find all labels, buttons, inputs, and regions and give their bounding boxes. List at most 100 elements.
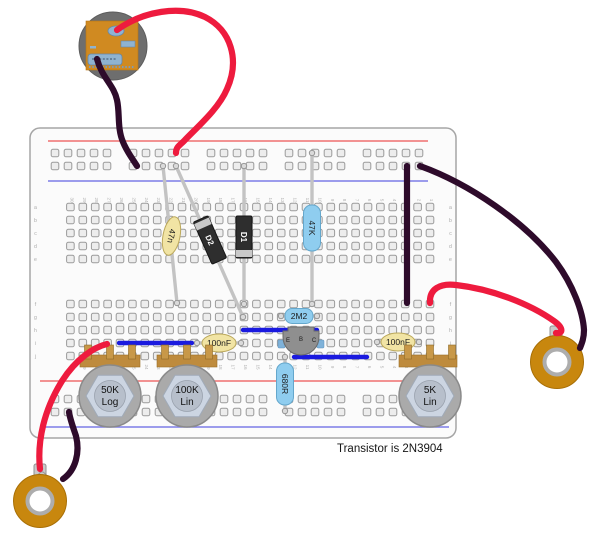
column-label: 6 [367, 366, 372, 369]
breadboard-hole [264, 299, 274, 309]
pot-100k-value: 100K [175, 385, 199, 396]
breadboard-hole [202, 299, 212, 309]
breadboard-hole [297, 394, 307, 404]
breadboard-hole [326, 312, 336, 322]
row-label: a [449, 205, 452, 211]
breadboard-hole [245, 407, 255, 417]
breadboard-hole [414, 148, 424, 158]
wire-left-jack-positive [36, 340, 111, 473]
breadboard-hole [214, 202, 224, 212]
breadboard-hole [190, 254, 199, 264]
breadboard-hole [252, 338, 261, 348]
breadboard-hole [177, 202, 187, 212]
breadboard-hole [128, 215, 137, 225]
breadboard-hole [232, 407, 242, 417]
breadboard-hole [103, 254, 112, 264]
pot-5k-value: 5K [424, 385, 437, 396]
breadboard-hole [115, 215, 125, 225]
breadboard-hole [177, 325, 187, 335]
breadboard-hole [219, 148, 229, 158]
breadboard-hole [264, 228, 274, 238]
breadboard-hole [425, 202, 435, 212]
row-label: c [34, 231, 37, 237]
breadboard-hole [245, 161, 255, 171]
column-label: 7 [355, 366, 360, 369]
breadboard-hole [103, 215, 112, 225]
pot-50k-shaft [94, 380, 126, 412]
breadboard-hole [115, 241, 125, 251]
breadboard-hole [227, 241, 236, 251]
breadboard-hole [326, 228, 336, 238]
breadboard-hole [363, 299, 373, 309]
column-label: 24 [144, 364, 149, 370]
breadboard-hole [190, 299, 199, 309]
breadboard-hole [90, 241, 100, 251]
breadboard-hole [180, 161, 190, 171]
breadboard-hole [323, 394, 333, 404]
resistor-47k-label: 47K [307, 220, 317, 235]
breadboard-hole [276, 228, 286, 238]
breadboard-hole [413, 228, 422, 238]
column-label: 16 [243, 364, 248, 370]
breadboard-hole [297, 407, 307, 417]
breadboard-hole [338, 312, 348, 322]
breadboard-hole [128, 202, 137, 212]
resistor-2m2-body [284, 308, 314, 324]
column-label: 19 [206, 197, 211, 203]
breadboard-hole [214, 299, 224, 309]
breadboard-hole [227, 351, 236, 361]
column-label: 7 [355, 199, 360, 202]
breadboard-hole [351, 202, 360, 212]
breadboard-hole [258, 161, 268, 171]
pot-100k-shaft [171, 380, 203, 412]
breadboard-hole [90, 299, 100, 309]
breadboard-hole [140, 312, 150, 322]
breadboard-hole [103, 241, 112, 251]
breadboard-hole [66, 351, 75, 361]
breadboard-hole [152, 312, 162, 322]
resistor-47k: 47K [303, 204, 321, 252]
capacitor-100nf-right-label: 100nF [386, 337, 410, 347]
column-label: 17 [231, 364, 236, 370]
breadboard-hole [66, 338, 75, 348]
breadboard-hole [284, 161, 294, 171]
column-label: 8 [342, 366, 347, 369]
column-label: 13 [280, 197, 285, 203]
diode-d1: D1 [235, 215, 253, 259]
breadboard-hole [102, 148, 112, 158]
breadboard-hole [336, 148, 346, 158]
column-label: 15 [255, 197, 260, 203]
resistor-680r-body [276, 362, 294, 406]
breadboard-hole [388, 394, 398, 404]
breadboard-hole [363, 325, 373, 335]
wire-left-jack-negative [59, 408, 81, 483]
breadboard-hole [128, 299, 137, 309]
column-label: 12 [293, 197, 298, 203]
breadboard-hole [264, 351, 274, 361]
breadboard-hole [90, 254, 100, 264]
row-label: e [34, 257, 37, 263]
breadboard-hole [128, 254, 137, 264]
breadboard-hole [289, 241, 298, 251]
breadboard-hole [206, 161, 216, 171]
breadboard-hole [140, 215, 150, 225]
column-label: 10 [317, 197, 322, 203]
breadboard-hole [140, 299, 150, 309]
breadboard-hole [264, 312, 274, 322]
breadboard-hole [140, 254, 150, 264]
breadboard-hole [90, 202, 100, 212]
breadboard-hole [284, 148, 294, 158]
breadboard-hole [232, 148, 242, 158]
breadboard-hole [323, 161, 333, 171]
breadboard-hole [376, 312, 385, 322]
breadboard-hole [376, 241, 385, 251]
breadboard-hole [289, 215, 298, 225]
breadboard-hole [227, 215, 236, 225]
potentiometer-5k-lin: 5K Lin [398, 344, 462, 428]
diode-d1-label: D1 [239, 232, 248, 243]
breadboard-hole [326, 338, 336, 348]
breadboard-hole [66, 299, 75, 309]
column-label: 1 [429, 199, 434, 202]
battery-clip-contact [120, 40, 136, 48]
